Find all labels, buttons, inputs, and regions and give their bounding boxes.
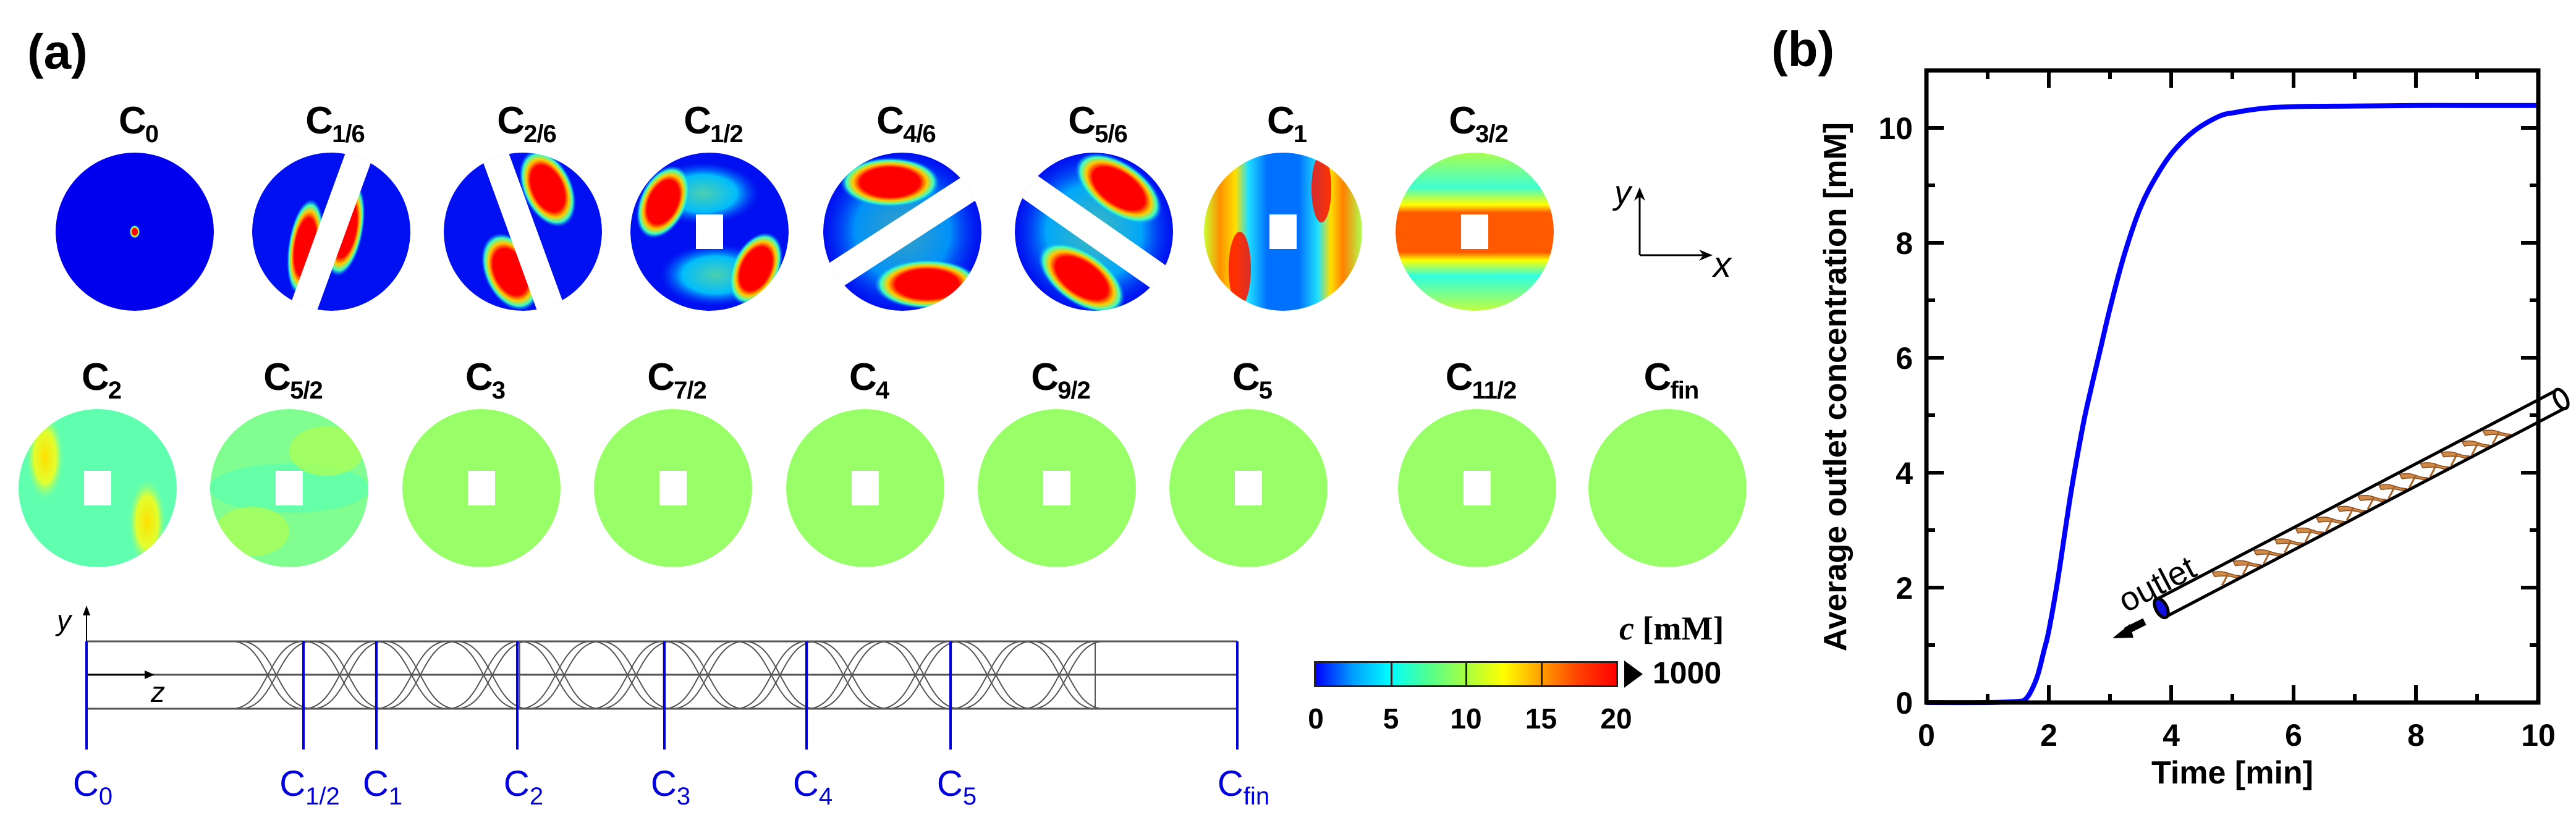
tube-marker-label: C4 [792,764,833,810]
svg-text:z: z [150,676,165,708]
colorbar-tick-mark [1390,663,1392,685]
cross-section-label: C3/2 [1449,99,1508,148]
cross-section-fin [1588,409,1747,567]
cross-section-label: C11/2 [1445,356,1517,404]
cross-section-1-2 [630,153,789,311]
colorbar-tick-label: 5 [1383,703,1399,735]
svg-text:10: 10 [1878,111,1913,146]
tube-axes-icon: y z [55,604,165,708]
cross-section-label: C7/2 [647,356,706,404]
svg-text:Time [min]: Time [min] [2151,755,2313,791]
cross-section-3-2 [1396,153,1554,311]
cross-section-2-6 [444,153,602,311]
cross-section-label: Cfin [1643,356,1700,404]
cross-section-7-2 [594,409,752,567]
svg-text:8: 8 [1896,226,1913,261]
tube-marker-label: Cfin [1217,764,1270,810]
colorbar-tick-label: 20 [1600,703,1632,735]
cross-section-5-2 [210,409,368,567]
cross-section-label: C3 [465,356,506,404]
cross-section-0 [56,153,214,311]
colorbar-title-var: c [1619,610,1634,647]
svg-text:6: 6 [1896,341,1913,376]
svg-text:0: 0 [1918,718,1935,753]
tube-marker-label: C2 [503,764,544,810]
colorbar-tick-label: 10 [1450,703,1482,735]
svg-text:6: 6 [2285,718,2302,753]
cross-section-1 [1204,153,1362,311]
colorbar-tick-label: 15 [1525,703,1557,735]
mixer-inset-illustration: outlet [2112,387,2570,638]
tube-marker-label: C0 [72,764,113,810]
tube-marker-label: C1 [362,764,403,810]
svg-text:4: 4 [1896,456,1913,491]
cross-section-4 [786,409,944,567]
colorbar-tick-label: 0 [1308,703,1324,735]
cross-section-9-2 [978,409,1136,567]
cross-section-3 [402,409,561,567]
panel-a-label: (a) [27,24,88,79]
cross-section-label: C5 [1232,356,1273,404]
cross-section-label: C2/6 [497,99,556,148]
svg-text:10: 10 [2521,718,2556,753]
outlet-concentration-chart: outlet 0 2 4 6 8 10 0 2 4 6 8 10 Time [min] Average… [1818,68,2570,791]
colorbar-overflow-label: 1000 [1653,656,1722,690]
cross-section-label: C1 [1266,99,1307,148]
colorbar-title: c [mM] [1619,612,1724,645]
colorbar-tick-mark [1465,663,1467,685]
svg-text:8: 8 [2407,718,2425,753]
cross-section-label: C9/2 [1031,356,1090,404]
colorbar-overflow-arrow [1624,661,1643,688]
svg-text:x: x [1711,245,1732,285]
colorbar-title-unit: [mM] [1642,610,1724,647]
panel-b-label: (b) [1771,22,1835,77]
cross-section-4-6 [823,153,981,311]
colorbar-tick-mark [1540,663,1543,685]
svg-text:2: 2 [2040,718,2057,753]
svg-text:Average outlet concentration [: Average outlet concentration [mM] [1818,122,1854,651]
cross-section-label: C4 [849,356,889,404]
cross-section-label: C5/2 [263,356,323,404]
cross-section-label: C1/2 [684,99,743,148]
cross-section-5-6 [1015,153,1173,311]
xy-axes-icon: y x [1612,174,1732,285]
svg-text:2: 2 [1896,571,1913,606]
tube-marker-label: C3 [650,764,691,810]
cross-section-1-6 [252,153,410,311]
cross-section-label: C4/6 [876,99,936,148]
svg-text:y: y [55,604,73,636]
svg-text:y: y [1612,174,1633,211]
cross-section-2 [19,409,177,567]
cross-section-label: C1/6 [305,99,365,148]
svg-text:0: 0 [1896,686,1913,720]
cross-section-label: C2 [81,356,122,404]
cross-section-fields: y x [19,153,1747,567]
tube-marker-label: C5 [936,764,977,810]
cross-section-label: C5/6 [1068,99,1127,148]
cross-section-11-2 [1398,409,1556,567]
mixer-tube-diagram: y z [55,604,1239,749]
cross-section-label: C0 [118,99,159,148]
cross-section-5 [1169,409,1328,567]
tube-marker-label: C1/2 [279,764,340,810]
svg-text:4: 4 [2163,718,2180,753]
